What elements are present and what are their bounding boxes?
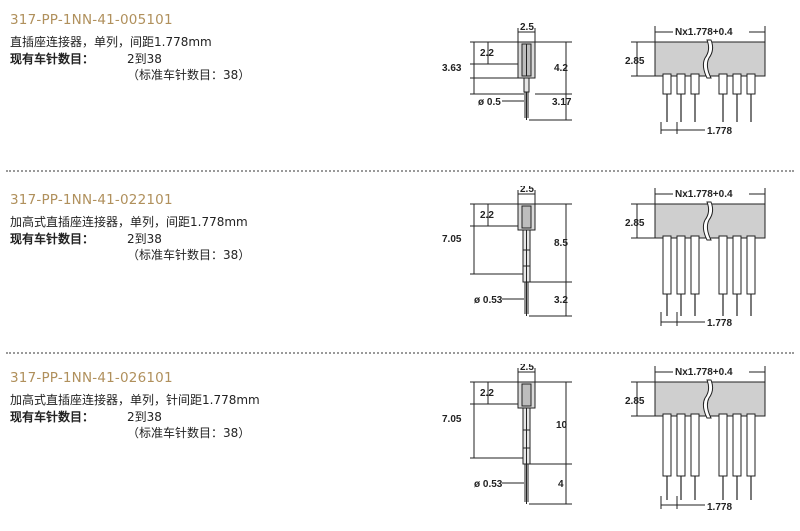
dim-body: 2.2 [480,388,494,399]
part-number: 317-PP-1NN-41-005101 [10,12,173,28]
dim-body: 2.2 [480,48,494,59]
dim-pitch: 1.778 [707,502,732,513]
dim-diameter: ø 0.5 [478,97,501,108]
pins-standard: （标准车针数目：38） [127,68,251,82]
dim-right: 4.2 [554,63,568,74]
dim-total: 3.63 [442,63,462,74]
side-view-drawing: 2.5 2.2 7.05 8.5 ø 0.53 3.2 [442,186,572,317]
dim-right: 8.5 [554,238,568,249]
dim-diameter: ø 0.53 [474,479,503,490]
side-view-drawing: 2.5 2.2 7.05 10 ø 0.53 4 [442,364,572,505]
dim-height: 2.85 [625,218,645,229]
pins-value: 2到38 [127,410,162,424]
product-2: 317-PP-1NN-41-022101 加高式直插座连接器，单列，间距1.77… [0,180,800,353]
pins-standard: （标准车针数目：38） [127,248,251,262]
dim-pitch: 1.778 [707,318,732,329]
pins-label: 现有车针数目： [10,52,95,66]
front-view-drawing: Nx1.778+0.4 2.85 1.778 [625,26,766,137]
dim-pitch-formula: Nx1.778+0.4 [675,367,733,378]
dim-total: 7.05 [442,234,462,245]
dim-pitch-formula: Nx1.778+0.4 [675,189,733,200]
pins-label: 现有车针数目： [10,410,95,424]
description: 直插座连接器，单列，间距1.778mm [10,35,212,49]
dim-pitch: 1.778 [707,126,732,137]
description: 加高式直插座连接器，单列，间距1.778mm [10,215,248,229]
dim-height: 2.85 [625,56,645,67]
dim-width: 2.5 [520,22,534,33]
dim-height: 2.85 [625,396,645,407]
separator [6,352,794,354]
separator [6,170,794,172]
product-3: 317-PP-1NN-41-026101 加高式直插座连接器，单列，针间距1.7… [0,358,800,531]
product-1: 317-PP-1NN-41-005101 直插座连接器，单列，间距1.778mm… [0,0,800,173]
front-view-drawing: Nx1.778+0.4 2.85 1.778 [625,366,766,513]
part-number: 317-PP-1NN-41-022101 [10,192,173,208]
dim-tail: 3.2 [554,295,568,306]
dim-body: 2.2 [480,210,494,221]
pins-value: 2到38 [127,232,162,246]
pins-standard: （标准车针数目：38） [127,426,251,440]
dim-tail: 4 [558,479,564,490]
dim-total: 7.05 [442,414,462,425]
front-view-drawing: Nx1.778+0.4 2.85 1.778 [625,188,766,329]
dim-tail: 3.17 [552,97,572,108]
side-view-drawing: 2.5 2.2 3.63 4.2 ø 0.5 3.17 [442,22,572,121]
part-number: 317-PP-1NN-41-026101 [10,370,173,386]
dim-width: 2.5 [520,364,534,373]
description: 加高式直插座连接器，单列，针间距1.778mm [10,393,260,407]
dim-pitch-formula: Nx1.778+0.4 [675,27,733,38]
dim-width: 2.5 [520,186,534,195]
dim-diameter: ø 0.53 [474,295,503,306]
pins-label: 现有车针数目： [10,232,95,246]
dim-right: 10 [556,420,568,431]
pins-value: 2到38 [127,52,162,66]
